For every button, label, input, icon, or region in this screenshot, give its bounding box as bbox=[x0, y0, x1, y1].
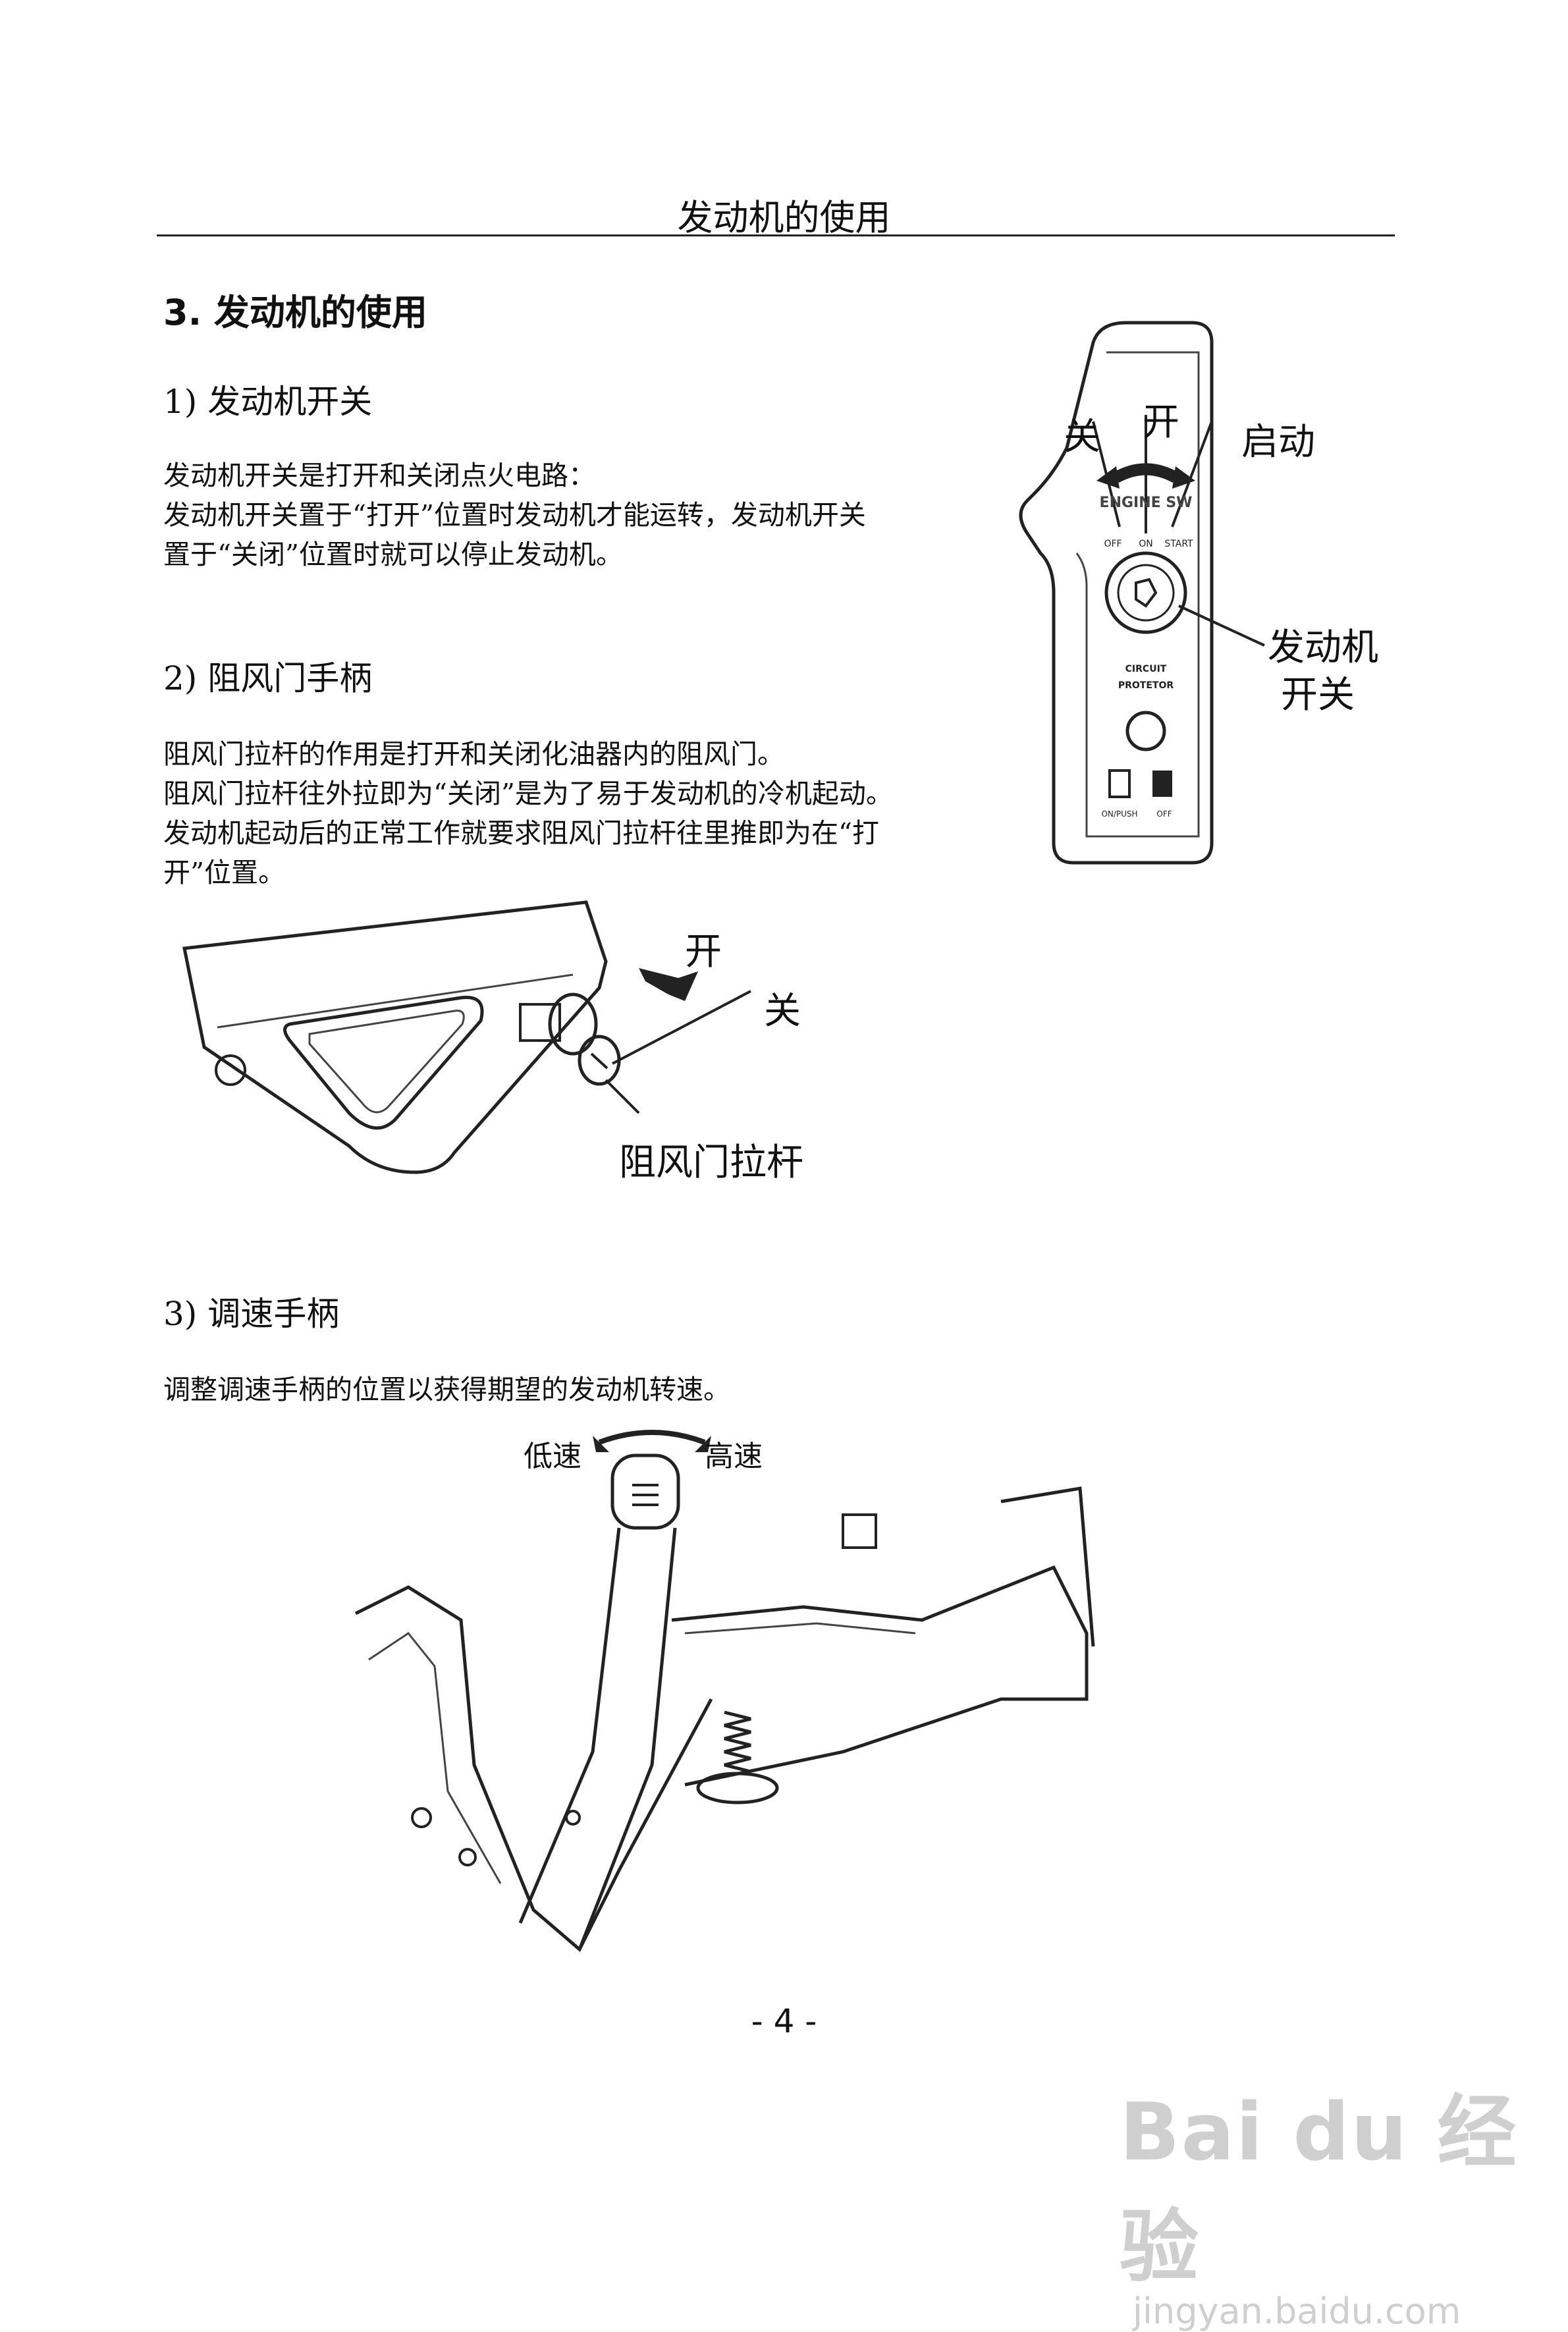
throttle-heading: 3) 调速手柄 bbox=[163, 1295, 340, 1333]
throttle-paragraph: 调整调速手柄的位置以获得期望的发动机转速。 bbox=[163, 1374, 730, 1405]
label-low-speed: 低速 bbox=[524, 1440, 581, 1473]
label-choke-close: 关 bbox=[764, 990, 801, 1033]
panel-start-text: START bbox=[1164, 539, 1193, 549]
engine-switch-heading: 1) 发动机开关 bbox=[163, 383, 373, 421]
baidu-watermark-url: jingyan.baidu.com bbox=[1133, 2291, 1461, 2332]
ignition-key-icon bbox=[1104, 551, 1187, 634]
choke-line-4: 开”位置。 bbox=[163, 857, 285, 888]
panel-on-text: ON bbox=[1139, 539, 1153, 549]
panel-engine-sw-text: ENGINE SW bbox=[1100, 495, 1193, 511]
section-title: 3. 发动机的使用 bbox=[163, 292, 427, 333]
engine-switch-line-1: 发动机开关是打开和关闭点火电路： bbox=[163, 460, 595, 491]
label-off: 关 bbox=[1064, 416, 1100, 458]
throttle-figure bbox=[354, 1430, 1095, 1952]
label-choke-open: 开 bbox=[685, 931, 722, 973]
engine-switch-line-3: 置于“关闭”位置时就可以停止发动机。 bbox=[163, 539, 623, 570]
choke-heading: 2) 阻风门手柄 bbox=[163, 659, 373, 697]
label-start: 启动 bbox=[1241, 421, 1315, 464]
header-divider bbox=[157, 234, 1395, 236]
engine-switch-line-2: 发动机开关置于“打开”位置时发动机才能运转，发动机开关 bbox=[163, 499, 866, 531]
throttle-lever-icon bbox=[610, 1453, 680, 1530]
page-header-title: 发动机的使用 bbox=[677, 197, 891, 238]
label-engine-switch-2: 开关 bbox=[1281, 674, 1355, 717]
choke-figure bbox=[182, 900, 751, 1174]
choke-line-2: 阻风门拉杆往外拉即为“关闭”是为了易于发动机的冷机起动。 bbox=[163, 778, 893, 809]
choke-line-1: 阻风门拉杆的作用是打开和关闭化油器内的阻风门。 bbox=[163, 738, 784, 770]
page-number: - 4 - bbox=[751, 2002, 817, 2040]
panel-protector-text: PROTETOR bbox=[1118, 680, 1174, 691]
engine-switch-paragraph: 发动机开关是打开和关闭点火电路： 发动机开关置于“打开”位置时发动机才能运转，发… bbox=[163, 456, 1013, 574]
choke-paragraph: 阻风门拉杆的作用是打开和关闭化油器内的阻风门。 阻风门拉杆往外拉即为“关闭”是为… bbox=[163, 734, 1013, 892]
label-choke-lever: 阻风门拉杆 bbox=[619, 1141, 803, 1184]
label-engine-switch-1: 发动机 bbox=[1268, 626, 1378, 669]
panel-off-text: OFF bbox=[1104, 539, 1122, 549]
baidu-watermark-logo: Bai du 经验 bbox=[1120, 2087, 1518, 2293]
panel-onpush-text: ON/PUSH bbox=[1101, 809, 1137, 819]
label-on: 开 bbox=[1143, 401, 1179, 444]
circuit-protector-button-icon bbox=[1125, 711, 1166, 751]
label-high-speed: 高速 bbox=[705, 1440, 763, 1473]
panel-circuit-text: CIRCUIT bbox=[1125, 664, 1167, 674]
engine-switch-figure: ENGINE SW OFF ON START CIRCUIT PROTETOR … bbox=[1019, 321, 1265, 865]
panel-off2-text: OFF bbox=[1156, 809, 1172, 819]
choke-line-3: 发动机起动后的正常工作就要求阻风门拉杆往里推即为在“打 bbox=[163, 817, 879, 849]
baidu-watermark: Bai du 经验 jingyan.baidu.com bbox=[1120, 2068, 1568, 2332]
